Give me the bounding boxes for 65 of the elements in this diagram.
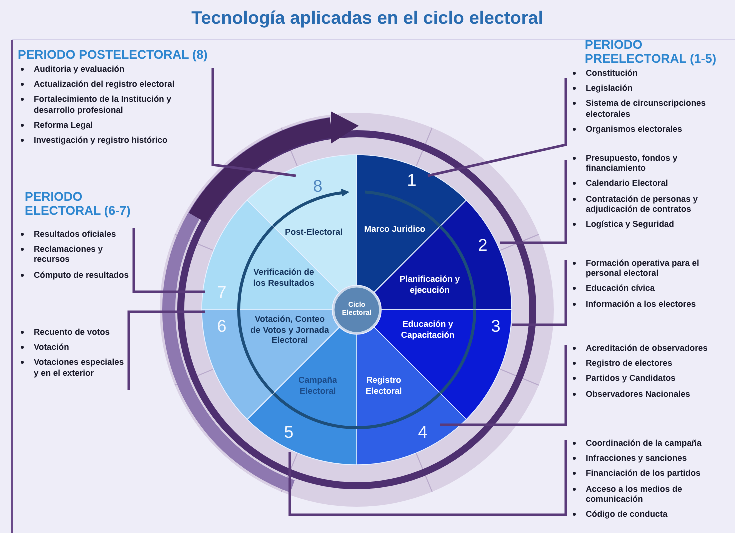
- list-item: Financiación de los partidos: [586, 468, 702, 479]
- sector-number: 5: [284, 424, 294, 440]
- list-item: Educación cívica: [586, 283, 656, 294]
- leader-line: [132, 228, 205, 294]
- section-heading: PERIODO POSTELECTORAL (8): [18, 48, 209, 62]
- leader-line: [428, 78, 568, 178]
- leader-line: [440, 345, 568, 426]
- list-item: Reclamaciones y recursos: [34, 244, 104, 265]
- list-item: Constitución: [586, 68, 639, 78]
- center-circle: [333, 286, 381, 334]
- list-item: Votaciones especiales y en el exterior: [34, 357, 126, 378]
- sector-label: Educación y Capacitación: [400, 319, 456, 341]
- leader-line: [288, 440, 568, 516]
- list-item: Contratación de personas y adjudicación de contratos: [586, 194, 699, 214]
- list-item: Presupuesto, fondos y financiamiento: [586, 153, 679, 174]
- sector-number: 1: [407, 172, 417, 188]
- leader-line: [512, 260, 568, 326]
- pie-sector: [202, 200, 340, 310]
- sector-label: Registro Electoral: [364, 375, 404, 397]
- list-item: Resultados oficiales: [34, 229, 118, 240]
- sector-number: 6: [217, 318, 227, 334]
- list-item: Investigación y registro histórico: [34, 134, 169, 146]
- list-item: Acceso a los medios de comunicación: [586, 484, 684, 504]
- list-item: Sistema de circunscripciones electorales: [586, 98, 707, 119]
- leader-line: [212, 68, 296, 178]
- list-item: Votación: [34, 342, 70, 352]
- list-item: Organismos electorales: [586, 124, 684, 134]
- sector-number: 7: [217, 284, 227, 300]
- list-item: Infracciones y sanciones: [586, 453, 688, 464]
- pie-sector: [247, 154, 358, 294]
- pie-sector: [356, 154, 467, 294]
- leader-line: [500, 160, 568, 244]
- list-item: Cómputo de resultados: [34, 270, 130, 280]
- list-item: Partidos y Candidatos: [586, 373, 677, 384]
- list-item: Coordinación de la campaña: [586, 438, 703, 448]
- list-item: Reforma Legal: [34, 120, 94, 130]
- list-item: Actualización del registro electoral: [34, 79, 176, 90]
- list-item: Formación operativa para el personal electoral: [586, 258, 700, 278]
- list-item: Legislación: [586, 83, 634, 94]
- list-item: Logística y Seguridad: [586, 218, 676, 230]
- sector-number: 2: [478, 236, 488, 254]
- sector-number: 8: [313, 178, 323, 194]
- list-item: Código de conducta: [586, 508, 669, 520]
- list-item: Recuento de votos: [34, 327, 112, 338]
- list-item: Observadores Nacionales: [586, 388, 692, 399]
- pie-sector: [202, 310, 340, 420]
- list-item: Registro de electores: [586, 358, 674, 368]
- list-item: Fortalecimiento de la Institución y desarrollo profesional: [34, 94, 172, 115]
- sector-number: 3: [491, 318, 501, 334]
- list-item: Auditoria y evaluación: [34, 64, 126, 74]
- section-heading: PERIODO PREELECTORAL (1-5): [585, 38, 718, 67]
- leader-line: [128, 310, 205, 390]
- sector-number: 4: [418, 424, 428, 440]
- sector-label: Verificación de los Resultados: [253, 267, 315, 289]
- list-item: Calendario Electoral: [586, 178, 670, 189]
- list-item: Información a los electores: [586, 298, 698, 309]
- diagram-title: Tecnología aplicadas en el ciclo electoral: [192, 8, 544, 28]
- list-item: Acreditación de observadores: [586, 343, 709, 354]
- pie-sector: [247, 326, 358, 466]
- sector-label: Planificación y ejecución: [398, 274, 462, 296]
- sector-label: Post-Electoral: [285, 226, 343, 238]
- sector-label: Campaña Electoral: [298, 375, 338, 397]
- sector-label: Votación, Conteo de Votos y Jornada Electoral: [250, 314, 330, 346]
- section-heading: PERIODO ELECTORAL (6-7): [25, 190, 132, 219]
- sector-label: Marco Juridico: [364, 224, 426, 234]
